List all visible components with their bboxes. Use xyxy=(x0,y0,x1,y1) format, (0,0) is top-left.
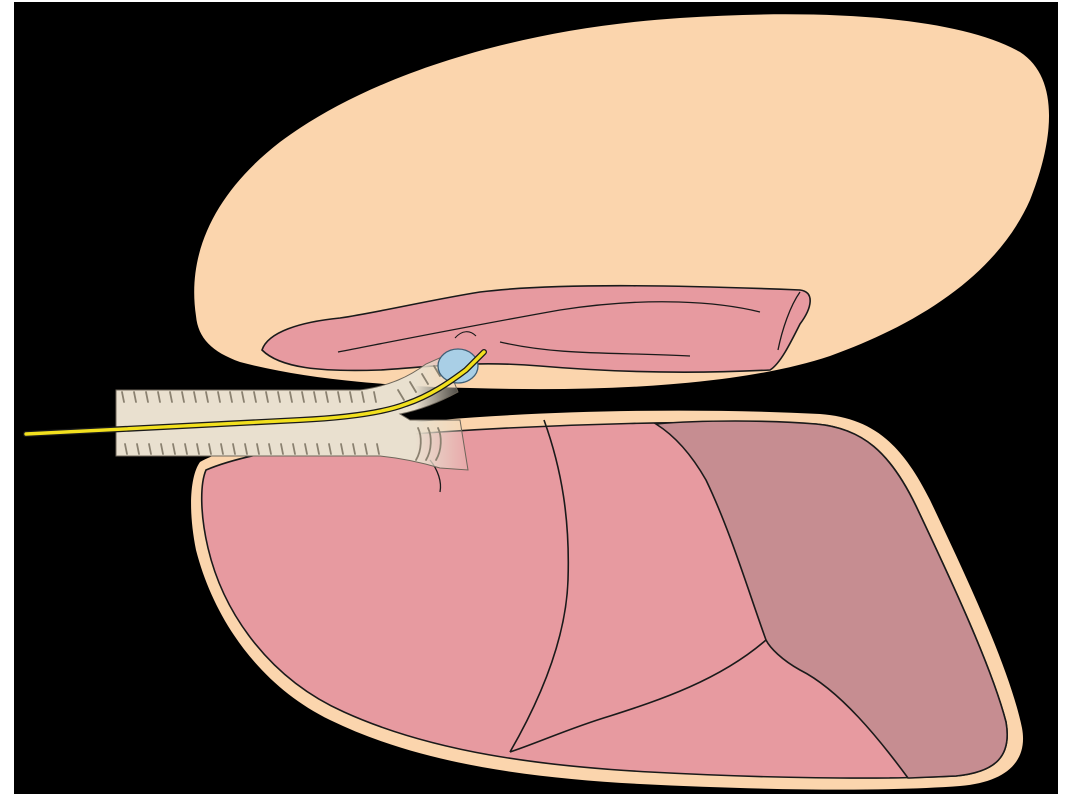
illustration-canvas xyxy=(0,0,1071,799)
anatomy-illustration xyxy=(0,0,1071,799)
